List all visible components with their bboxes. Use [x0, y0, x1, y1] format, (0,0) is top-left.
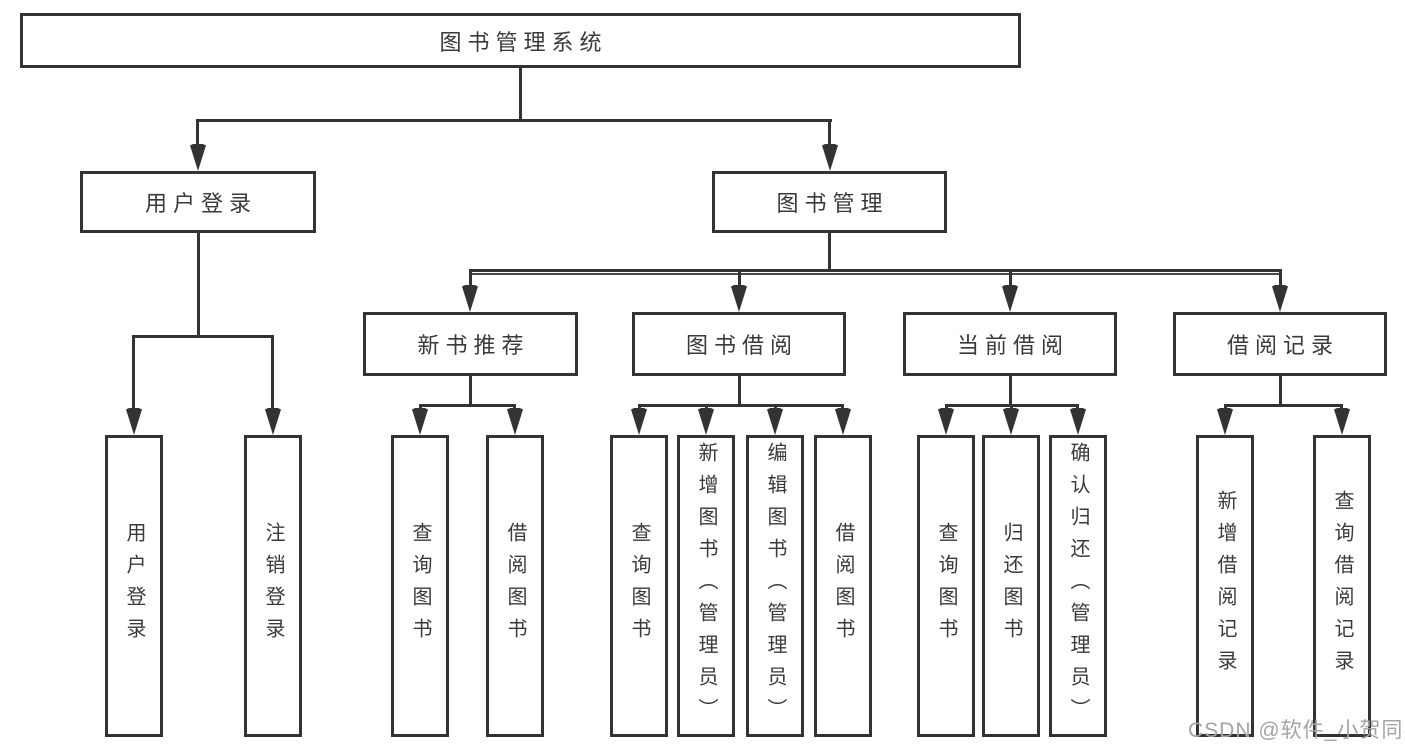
connector-line	[469, 270, 472, 287]
arrow-down-icon	[462, 285, 478, 312]
arrow-down-icon	[835, 408, 851, 435]
connector-line	[469, 374, 472, 406]
connector-line	[738, 374, 741, 406]
leaf-borrow-books-recommend-label: 借阅图书	[504, 522, 526, 650]
arrow-down-icon	[1334, 408, 1350, 435]
leaf-user-login-label: 用户登录	[123, 522, 145, 650]
leaf-add-book-admin: 新增图书（管理员）	[677, 435, 735, 737]
node-borrow-records: 借阅记录	[1173, 312, 1387, 376]
leaf-return-book-label: 归还图书	[1000, 522, 1022, 650]
node-current-borrow-label: 当前借阅	[956, 333, 1069, 358]
connector-line	[196, 119, 832, 122]
arrow-down-icon	[1002, 285, 1018, 312]
arrow-down-icon	[412, 408, 428, 435]
leaf-borrow-books-recommend: 借阅图书	[486, 435, 544, 737]
connector-line	[828, 120, 831, 147]
connector-line	[197, 231, 200, 337]
connector-line	[638, 404, 844, 407]
connector-line	[132, 336, 135, 411]
node-user-login: 用户登录	[80, 171, 316, 233]
arrow-down-icon	[1217, 408, 1233, 435]
arrow-down-icon	[822, 144, 838, 171]
node-book-borrow-label: 图书借阅	[685, 333, 798, 358]
node-root: 图书管理系统	[20, 13, 1021, 68]
node-book-management: 图书管理	[712, 171, 947, 233]
leaf-add-book-admin-label: 新增图书（管理员）	[695, 442, 717, 730]
arrow-down-icon	[938, 408, 954, 435]
arrow-down-icon	[631, 408, 647, 435]
connector-line	[469, 273, 1282, 275]
node-book-borrow: 图书借阅	[632, 312, 846, 376]
node-root-label: 图书管理系统	[439, 29, 608, 55]
arrow-down-icon	[507, 408, 523, 435]
connector-line	[1279, 270, 1282, 287]
arrow-down-icon	[265, 408, 281, 435]
node-new-book-recommend-label: 新书推荐	[417, 333, 530, 358]
node-new-book-recommend: 新书推荐	[363, 312, 578, 376]
arrow-down-icon	[1070, 408, 1086, 435]
leaf-query-books-recommend-label: 查询图书	[409, 522, 431, 650]
leaf-query-borrow-record-label: 查询借阅记录	[1331, 490, 1353, 682]
leaf-query-books-current: 查询图书	[917, 435, 975, 737]
leaf-confirm-return-admin: 确认归还（管理员）	[1049, 435, 1107, 737]
node-current-borrow: 当前借阅	[903, 312, 1117, 376]
arrow-down-icon	[698, 408, 714, 435]
arrow-down-icon	[1003, 408, 1019, 435]
connector-line	[419, 404, 516, 407]
arrow-down-icon	[731, 285, 747, 312]
connector-line	[1009, 374, 1012, 406]
leaf-query-books-current-label: 查询图书	[935, 522, 957, 650]
leaf-borrow-books-borrow: 借阅图书	[814, 435, 872, 737]
leaf-add-borrow-record-label: 新增借阅记录	[1214, 490, 1236, 682]
connector-line	[132, 335, 274, 338]
leaf-edit-book-admin-label: 编辑图书（管理员）	[764, 442, 786, 730]
connector-line	[1009, 270, 1012, 287]
arrow-down-icon	[190, 144, 206, 171]
node-borrow-records-label: 借阅记录	[1226, 333, 1339, 358]
connector-line	[271, 336, 274, 411]
leaf-query-borrow-record: 查询借阅记录	[1313, 435, 1371, 737]
leaf-query-books-borrow-label: 查询图书	[628, 522, 650, 650]
connector-line	[519, 66, 522, 121]
leaf-logout: 注销登录	[244, 435, 302, 737]
leaf-query-books-borrow: 查询图书	[610, 435, 668, 737]
connector-line	[738, 270, 741, 287]
arrow-down-icon	[767, 408, 783, 435]
leaf-logout-label: 注销登录	[262, 522, 284, 650]
connector-line	[1279, 374, 1282, 406]
leaf-add-borrow-record: 新增借阅记录	[1196, 435, 1254, 737]
arrow-down-icon	[126, 408, 142, 435]
leaf-edit-book-admin: 编辑图书（管理员）	[746, 435, 804, 737]
csdn-watermark: CSDN @软件_小贺同学	[1188, 719, 1405, 742]
node-user-login-label: 用户登录	[144, 191, 257, 216]
connector-line	[196, 120, 199, 147]
leaf-user-login: 用户登录	[105, 435, 163, 737]
leaf-confirm-return-admin-label: 确认归还（管理员）	[1067, 442, 1089, 730]
arrow-down-icon	[1272, 285, 1288, 312]
leaf-query-books-recommend: 查询图书	[391, 435, 449, 737]
node-book-management-label: 图书管理	[776, 191, 889, 216]
leaf-return-book: 归还图书	[982, 435, 1040, 737]
leaf-borrow-books-borrow-label: 借阅图书	[832, 522, 854, 650]
connector-line	[1224, 404, 1343, 407]
connector-line	[828, 231, 831, 271]
connector-line	[469, 269, 1282, 272]
